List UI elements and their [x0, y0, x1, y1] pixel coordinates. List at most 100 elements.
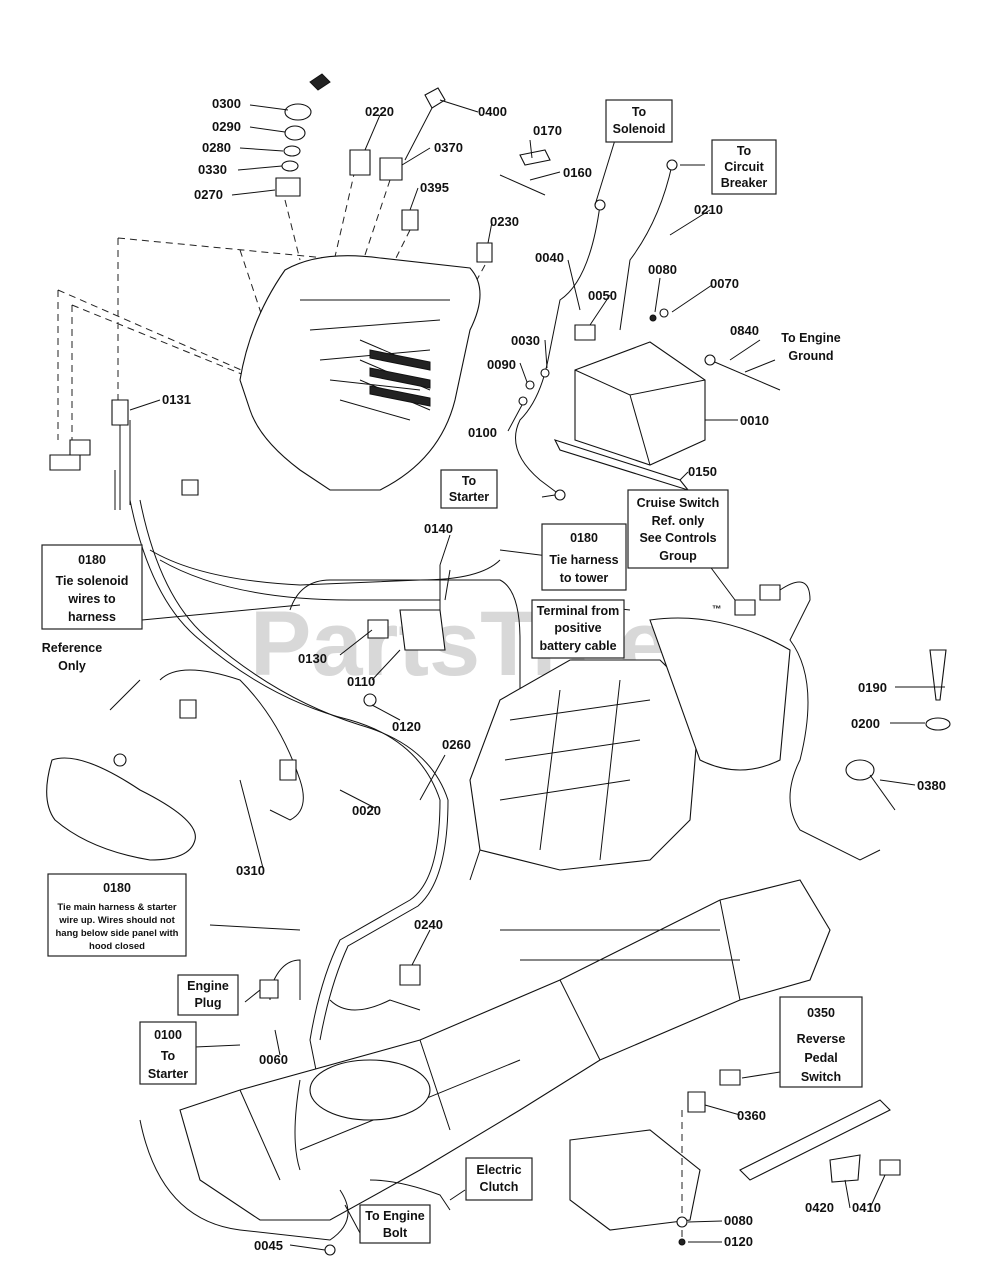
- part-label: 0210: [694, 202, 723, 217]
- callout-electric-clutch: Electric Clutch: [465, 1157, 533, 1201]
- part-label: 0131: [162, 392, 191, 407]
- callout-tie-solenoid: 0180 Tie solenoid wires to harness: [41, 544, 143, 630]
- part-label: 0110: [347, 674, 375, 689]
- callout-line: 0180: [570, 531, 598, 545]
- callout-line: See Controls: [639, 531, 716, 545]
- callout-line: To: [161, 1049, 176, 1063]
- part-label: 0060: [259, 1052, 288, 1067]
- callouts: To Solenoid To Circuit Breaker To Engine…: [41, 99, 863, 1244]
- part-label: 0030: [511, 333, 540, 348]
- part-numbers: 0300 0290 0280 0330 0270 0220 0400 0370 …: [162, 96, 946, 1253]
- part-label: 0370: [434, 140, 463, 155]
- part-label: 0200: [851, 716, 880, 731]
- callout-to-circuit-breaker: To Circuit Breaker: [711, 139, 777, 195]
- callout-line: Tie main harness & starter: [57, 902, 176, 913]
- callout-line: Solenoid: [613, 122, 666, 136]
- callout-line: wires to: [67, 592, 116, 606]
- part-label: 0080: [724, 1213, 753, 1228]
- part-label: 0300: [212, 96, 241, 111]
- callout-line: Bolt: [383, 1226, 408, 1240]
- callout-line: positive: [554, 621, 601, 635]
- callout-line: To: [632, 105, 647, 119]
- callout-line: 0180: [78, 553, 106, 567]
- part-label: 0190: [858, 680, 887, 695]
- callout-line: harness: [68, 610, 116, 624]
- callout-to-solenoid: To Solenoid: [605, 99, 673, 143]
- callout-line: Engine: [187, 979, 229, 993]
- callout-line: Cruise Switch: [637, 496, 720, 510]
- part-label: 0160: [563, 165, 592, 180]
- callout-line: Clutch: [480, 1180, 519, 1194]
- part-label: 0420: [805, 1200, 834, 1215]
- part-label: 0130: [298, 651, 327, 666]
- callout-line: Breaker: [721, 176, 768, 190]
- callout-to-starter: To Starter: [440, 469, 498, 509]
- callout-line: Electric: [476, 1163, 521, 1177]
- part-label: 0240: [414, 917, 443, 932]
- callout-line: Ref. only: [652, 514, 705, 528]
- callout-line: hang below side panel with: [56, 928, 179, 939]
- callout-line: hood closed: [89, 941, 145, 952]
- callout-reverse-pedal: 0350 Reverse Pedal Switch: [779, 996, 863, 1088]
- callout-tie-main-harness: 0180 Tie main harness & starter wire up.…: [47, 873, 187, 957]
- part-label: 0310: [236, 863, 265, 878]
- callout-line: Starter: [449, 490, 489, 504]
- callout-line: Plug: [194, 996, 221, 1010]
- callout-line: Reverse: [797, 1032, 846, 1046]
- part-label: 0090: [487, 357, 516, 372]
- callout-line: To Engine: [781, 331, 841, 345]
- callout-line: Terminal from: [537, 604, 619, 618]
- callout-line: Ground: [788, 349, 833, 363]
- part-label: 0070: [710, 276, 739, 291]
- callout-to-engine-bolt: To Engine Bolt: [359, 1204, 431, 1244]
- callout-line: battery cable: [539, 639, 616, 653]
- callout-line: wire up. Wires should not: [58, 915, 175, 926]
- callout-to-engine-ground: To Engine Ground: [781, 331, 841, 363]
- part-label: 0840: [730, 323, 759, 338]
- callout-line: Group: [659, 549, 697, 563]
- callout-line: Tie solenoid: [56, 574, 129, 588]
- part-label: 0380: [917, 778, 946, 793]
- part-label: 0045: [254, 1238, 283, 1253]
- part-label: 0230: [490, 214, 519, 229]
- callout-to-starter-bottom: 0100 To Starter: [139, 1021, 197, 1085]
- part-label: 0100: [468, 425, 497, 440]
- callout-engine-plug: Engine Plug: [177, 974, 239, 1016]
- callout-line: Starter: [148, 1067, 188, 1081]
- part-label: 0120: [724, 1234, 753, 1249]
- part-label: 0020: [352, 803, 381, 818]
- callout-line: To Engine: [365, 1209, 425, 1223]
- callout-tie-harness-tower: 0180 Tie harness to tower: [541, 523, 627, 591]
- callout-reference-only: Reference Only: [42, 641, 102, 673]
- part-label: 0220: [365, 104, 394, 119]
- part-label: 0080: [648, 262, 677, 277]
- part-label: 0330: [198, 162, 227, 177]
- callout-cruise-switch: Cruise Switch Ref. only See Controls Gro…: [627, 489, 729, 569]
- part-label: 0150: [688, 464, 717, 479]
- callout-line: 0180: [103, 881, 131, 895]
- part-label: 0010: [740, 413, 769, 428]
- part-label: 0280: [202, 140, 231, 155]
- part-label: 0140: [424, 521, 453, 536]
- callout-line: Switch: [801, 1070, 841, 1084]
- callout-line: Only: [58, 659, 86, 673]
- part-label: 0040: [535, 250, 564, 265]
- callout-line: to tower: [560, 571, 609, 585]
- part-label: 0270: [194, 187, 223, 202]
- part-label: 0395: [420, 180, 449, 195]
- trademark: ™: [712, 604, 722, 615]
- part-label: 0360: [737, 1108, 766, 1123]
- callout-line: 0350: [807, 1006, 835, 1020]
- part-label: 0400: [478, 104, 507, 119]
- callout-terminal-positive: Terminal from positive battery cable: [531, 599, 625, 659]
- part-label: 0120: [392, 719, 421, 734]
- callout-line: To: [462, 474, 477, 488]
- callout-line: Tie harness: [549, 553, 618, 567]
- part-label: 0410: [852, 1200, 881, 1215]
- callout-line: To: [737, 144, 752, 158]
- line-art: [46, 73, 951, 1256]
- part-label: 0170: [533, 123, 562, 138]
- part-label: 0260: [442, 737, 471, 752]
- part-label: 0050: [588, 288, 617, 303]
